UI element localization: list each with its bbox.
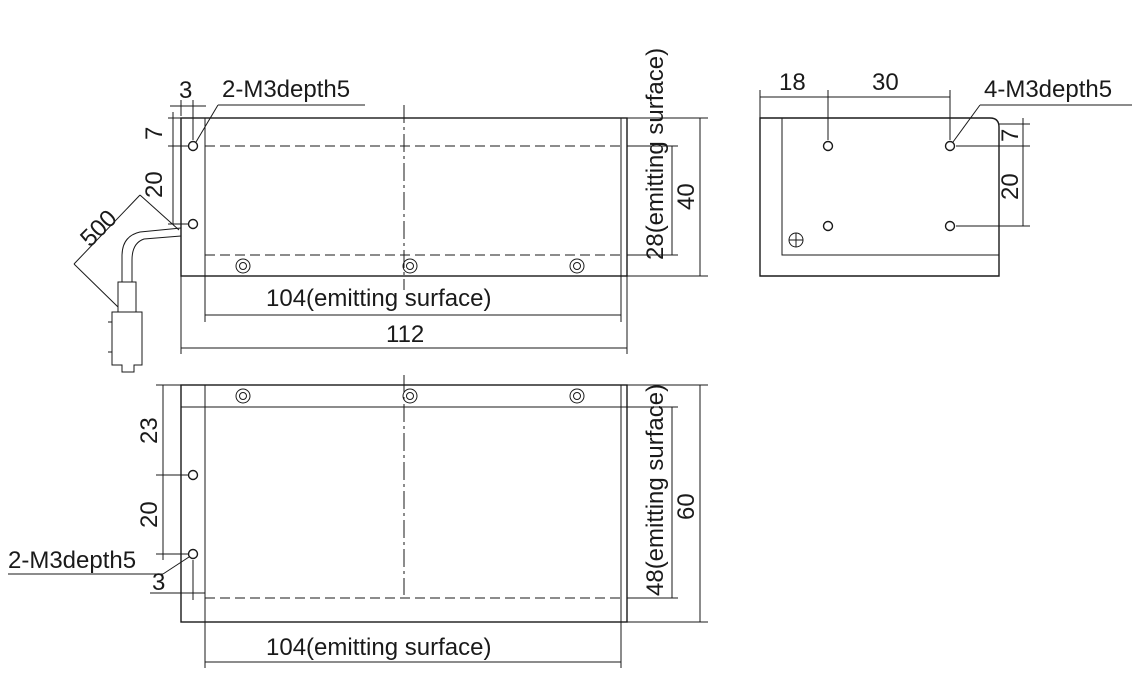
top-screw-right — [569, 388, 585, 404]
front-screw-left — [235, 258, 251, 274]
top-dim-23-label: 23 — [136, 417, 163, 444]
top-dim-104-label: 104(emitting surface) — [266, 634, 491, 661]
front-hole-upper — [187, 140, 199, 152]
top-holes-label: 2-M3depth5 — [8, 547, 136, 574]
dim-3-label: 3 — [179, 77, 192, 104]
top-dim-3-label: 3 — [152, 569, 165, 596]
front-view: 500 3 2-M3depth5 7 20 28(emitting surfac… — [73, 48, 708, 373]
top-dim-20-label: 20 — [136, 501, 163, 528]
side-holes-leader — [952, 104, 981, 143]
top-dim-48-label: 48(emitting surface) — [642, 384, 669, 596]
side-hole-4 — [944, 220, 956, 232]
dim-7-label: 7 — [141, 127, 168, 140]
cable — [108, 227, 182, 373]
dim-112-label: 112 — [386, 321, 424, 348]
holes-label: 2-M3depth5 — [222, 76, 350, 103]
side-dim-7-label: 7 — [997, 129, 1024, 142]
dim-104-label: 104(emitting surface) — [266, 285, 491, 312]
side-hole-1 — [822, 140, 834, 152]
top-hole-lower — [187, 548, 199, 560]
dim-30-label: 30 — [872, 69, 899, 96]
top-holes-leader — [162, 556, 190, 575]
dim-18-label: 18 — [779, 69, 806, 96]
side-body-outline — [759, 117, 1000, 277]
dim-20-label: 20 — [141, 171, 168, 198]
dim-500-ext-b — [73, 263, 119, 308]
side-screw-icon — [788, 232, 804, 248]
top-screw-left — [235, 388, 251, 404]
side-hole-2 — [944, 140, 956, 152]
holes-leader — [195, 104, 219, 143]
dim-40-label: 40 — [673, 183, 700, 210]
front-screw-right — [569, 258, 585, 274]
top-view: 23 20 2-M3depth5 3 48(emitting surface) … — [8, 375, 708, 668]
top-screw-mid — [402, 388, 418, 404]
dim-28-label: 28(emitting surface) — [642, 48, 669, 260]
side-holes-label: 4-M3depth5 — [984, 76, 1112, 103]
front-screw-mid — [402, 258, 418, 274]
dim-500-line — [73, 194, 141, 265]
side-view: 18 30 4-M3depth5 7 20 — [759, 69, 1132, 277]
side-hole-3 — [822, 220, 834, 232]
top-hole-upper — [187, 469, 199, 481]
top-dim-60-label: 60 — [673, 493, 700, 520]
side-dim-20-label: 20 — [997, 173, 1024, 200]
side-inner-edge — [781, 118, 999, 256]
front-hole-lower — [187, 218, 199, 230]
dim-500-label: 500 — [75, 205, 122, 252]
